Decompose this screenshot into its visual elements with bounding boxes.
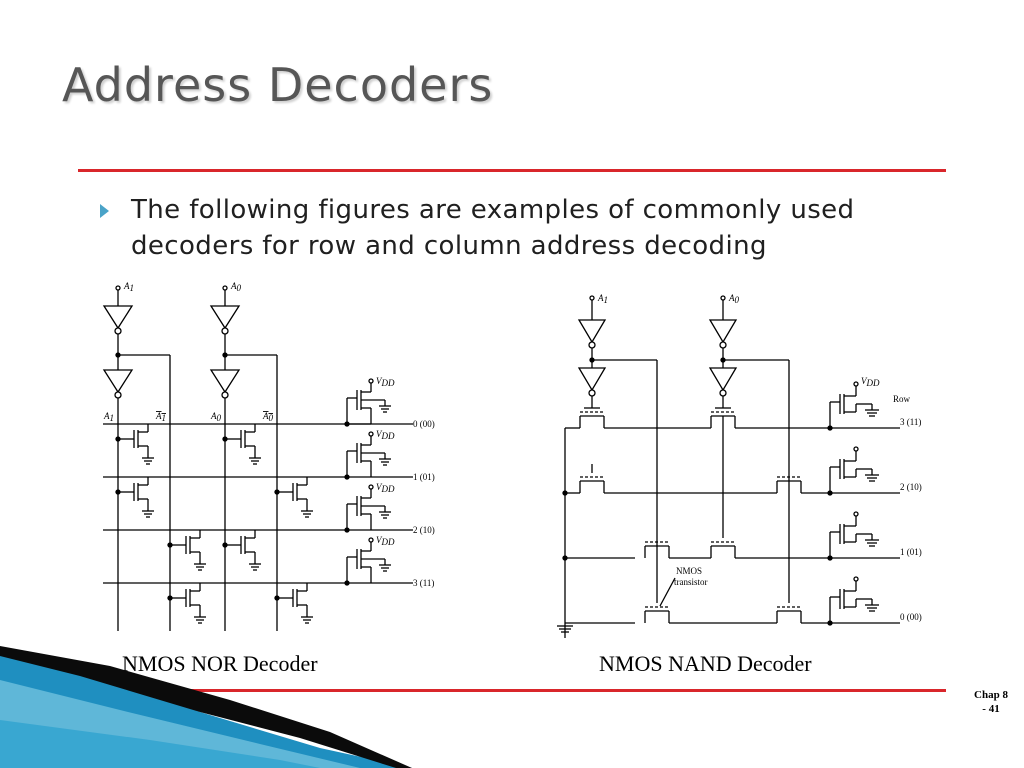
nand-input-a1-label: A1 — [597, 293, 608, 305]
nand-input-a0-label: A0 — [728, 293, 740, 305]
nor-output-1: 1 (01) — [413, 472, 435, 482]
corner-swoosh-decoration — [0, 620, 420, 768]
nand-vdd-label: VDD — [861, 376, 880, 388]
slide-title: Address Decoders — [62, 58, 494, 112]
nor-input-a0-label: A0 — [230, 281, 242, 293]
nor-output-2: 2 (10) — [413, 525, 435, 535]
bullet-arrow-icon — [100, 204, 109, 218]
nor-vdd-label-3: VDD — [376, 535, 395, 547]
nor-a0-line-label: A0 — [210, 411, 222, 423]
nor-input-a1-label: A1 — [123, 281, 134, 293]
nand-output-1: 1 (01) — [900, 547, 922, 557]
nor-a0-bar-line-label: A0 — [262, 411, 274, 423]
top-divider — [78, 169, 946, 172]
nor-decoder-caption: NMOS NOR Decoder — [122, 651, 318, 676]
nand-nmos-label: NMOS — [676, 566, 702, 576]
nor-vdd-label-1: VDD — [376, 429, 395, 441]
nand-output-0: 0 (00) — [900, 612, 922, 622]
nor-a1-bar-line-label: A1 — [155, 411, 166, 423]
page-number: Chap 8 - 41 — [974, 689, 1008, 715]
nand-transistor-label: transistor — [674, 577, 708, 587]
nor-a1-line-label: A1 — [103, 411, 114, 423]
nor-vdd-label-0: VDD — [376, 376, 395, 388]
nand-decoder-diagram: A1 A0 VDD Row NMOS transistor 3 (11) 2 (… — [550, 288, 940, 648]
nor-vdd-label-2: VDD — [376, 482, 395, 494]
bottom-divider — [78, 689, 946, 692]
nor-decoder-diagram: A1 A0 A1 A1 A0 A0 VDD VDD VDD VDD 0 (00)… — [95, 278, 445, 638]
bullet-text: The following figures are examples of co… — [131, 195, 855, 261]
nand-row-label: Row — [893, 394, 911, 404]
nand-output-2: 2 (10) — [900, 482, 922, 492]
nand-output-3: 3 (11) — [900, 417, 921, 427]
nor-output-3: 3 (11) — [413, 578, 434, 588]
nand-decoder-caption: NMOS NAND Decoder — [599, 651, 812, 676]
nor-output-0: 0 (00) — [413, 419, 435, 429]
